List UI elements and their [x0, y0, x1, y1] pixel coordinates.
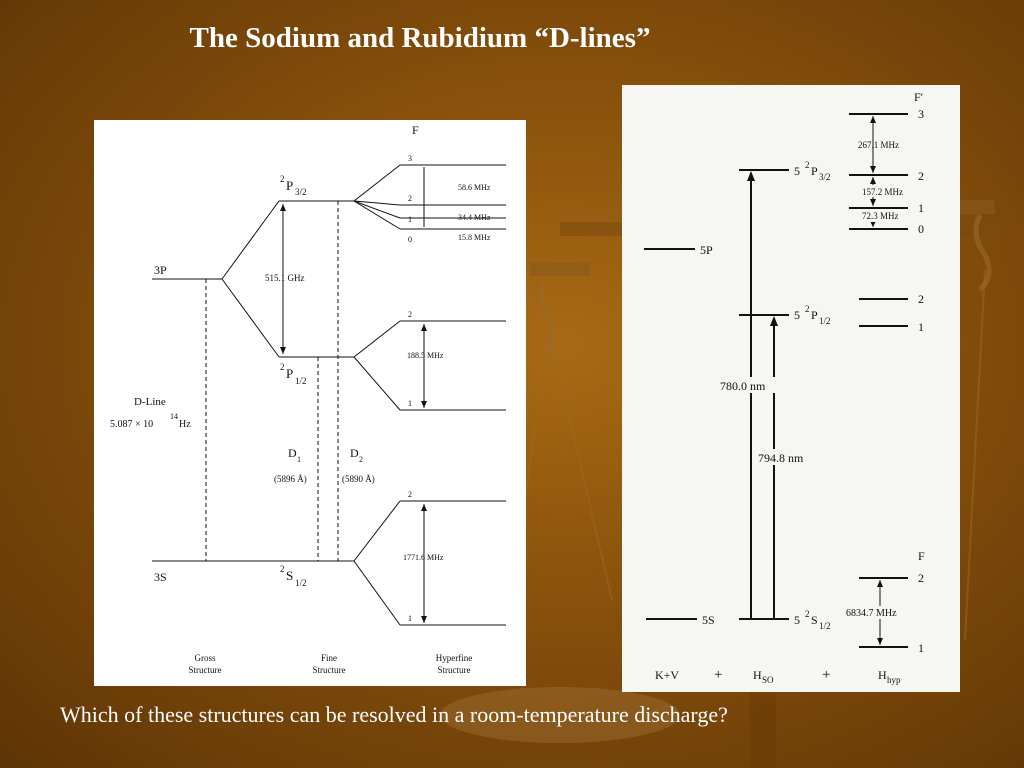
rb-s12-main: 5	[794, 613, 800, 627]
hamiltonian-hso: H	[753, 668, 762, 682]
rb-p12-f1: 1	[918, 320, 924, 334]
rb-p12-sub: 1/2	[819, 316, 831, 326]
rb-d2-wavelength: 780.0 nm	[720, 379, 766, 393]
na-split-34: 34.4 MHz	[458, 213, 491, 222]
rb-s12-sup: 2	[805, 609, 810, 619]
rb-p12-letter: P	[811, 308, 818, 322]
rb-split-6834: 6834.7 MHz	[846, 608, 897, 619]
d1-wavelength: (5896 Å)	[274, 474, 307, 484]
na-p32-f2: 2	[408, 194, 412, 203]
rb-p32-main: 5	[794, 164, 800, 178]
p32-sub: 3/2	[295, 187, 307, 197]
rb-f-header: F	[918, 549, 925, 563]
slide-question: Which of these structures can be resolve…	[60, 702, 728, 727]
rb-s12-sub: 1/2	[819, 621, 831, 631]
slide-title: The Sodium and Rubidium “D-lines”	[189, 22, 651, 54]
rb-p12-main: 5	[794, 308, 800, 322]
dline-label: D-Line	[134, 396, 166, 408]
na-split-1771: 1771.6 MHz	[403, 553, 444, 562]
gross-label-2: Structure	[189, 665, 222, 675]
d1-main: D	[288, 446, 297, 460]
d2-wavelength: (5890 Å)	[342, 474, 375, 484]
p12-sub: 1/2	[295, 376, 307, 386]
na-s12-f2: 2	[408, 490, 412, 499]
s12-main: S	[286, 568, 293, 583]
s12-sub: 1/2	[295, 578, 307, 588]
dline-freq-unit: Hz	[179, 419, 191, 430]
na-p12-f2: 2	[408, 310, 412, 319]
hamiltonian-plus-1: +	[714, 667, 722, 683]
p32-main: P	[286, 178, 293, 193]
rb-s12-letter: S	[811, 613, 818, 627]
sodium-f-header: F	[412, 123, 419, 137]
rb-5p-label: 5P	[700, 243, 713, 257]
na-split-15: 15.8 MHz	[458, 233, 491, 242]
hamiltonian-hso-sub: SO	[762, 675, 774, 685]
p12-sup: 2	[280, 362, 285, 372]
sodium-3p-label: 3P	[154, 263, 167, 277]
na-s12-f1: 1	[408, 614, 412, 623]
p12-main: P	[286, 366, 293, 381]
na-p32-f3: 3	[408, 154, 412, 163]
p32-sup: 2	[280, 174, 285, 184]
hamiltonian-kv: K+V	[655, 668, 679, 682]
rb-p32-sup: 2	[805, 160, 810, 170]
na-split-58: 58.6 MHz	[458, 183, 491, 192]
na-split-188: 188.5 MHz	[407, 351, 444, 360]
d1-sub: 1	[297, 455, 301, 464]
hamiltonian-hhyp-sub: hyp	[887, 675, 901, 685]
rb-p12-f2: 2	[918, 292, 924, 306]
rb-fp0: 0	[918, 222, 924, 236]
rb-s12-f1: 1	[918, 641, 924, 655]
d2-sub: 2	[359, 455, 363, 464]
na-p12-f1: 1	[408, 399, 412, 408]
rb-fp2: 2	[918, 169, 924, 183]
rb-split-157: 157.2 MHz	[862, 187, 903, 197]
sodium-energy-diagram: F 3P 3S 2 P 3/2 2 P 1/2 2 S 1/2 515.1 GH…	[94, 120, 526, 686]
sodium-3s-label: 3S	[154, 570, 167, 584]
gross-label: Gross	[194, 653, 215, 663]
fine-label-2: Structure	[313, 665, 346, 675]
s12-sup: 2	[280, 564, 285, 574]
na-p32-f1: 1	[408, 215, 412, 224]
rb-d1-wavelength: 794.8 nm	[758, 451, 804, 465]
rubidium-energy-diagram: F′ F 5P 5S 5 2 P 3/2 5 2 P 1/2 5 2 S 1/2…	[622, 85, 960, 692]
rb-5s-label: 5S	[702, 613, 715, 627]
hamiltonian-plus-2: +	[822, 667, 830, 683]
fine-label: Fine	[321, 653, 337, 663]
na-p32-f0: 0	[408, 235, 412, 244]
dline-freq-main: 5.087 × 10	[110, 419, 153, 430]
hamiltonian-hhyp: H	[878, 668, 887, 682]
rb-fprime-header: F′	[914, 90, 924, 104]
hyperfine-label-2: Structure	[438, 665, 471, 675]
rb-fp1: 1	[918, 201, 924, 215]
rb-split-267: 267.1 MHz	[858, 140, 899, 150]
hyperfine-label: Hyperfine	[436, 653, 472, 663]
dline-freq-exp: 14	[170, 412, 178, 421]
rb-s12-f2: 2	[918, 571, 924, 585]
fine-splitting-label: 515.1 GHz	[265, 273, 305, 283]
rb-split-72: 72.3 MHz	[862, 211, 899, 221]
rb-p32-sub: 3/2	[819, 172, 831, 182]
d2-main: D	[350, 446, 359, 460]
rb-p32-letter: P	[811, 164, 818, 178]
rb-p12-sup: 2	[805, 304, 810, 314]
rb-fp3: 3	[918, 107, 924, 121]
